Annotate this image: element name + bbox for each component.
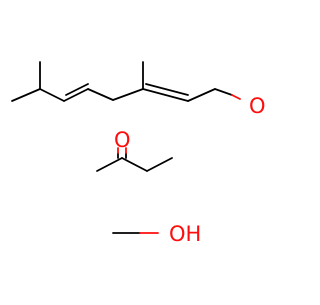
bond <box>214 88 233 96</box>
bond <box>96 157 123 172</box>
atom-label-oxygen: O <box>114 128 131 152</box>
atom-label-hydroxyl: OH <box>169 222 201 246</box>
bond <box>231 94 241 100</box>
bond <box>121 157 148 172</box>
atom-label-oxygen: O <box>249 94 266 118</box>
bond <box>112 88 144 101</box>
bond <box>146 157 173 172</box>
structure-canvas: O O OH <box>11 61 266 246</box>
bond <box>39 88 65 102</box>
molecule-drawing: O O OH <box>11 61 266 246</box>
bond <box>87 88 114 101</box>
bond <box>187 88 216 102</box>
bond <box>63 88 89 102</box>
molecule-butanone: O <box>96 128 173 172</box>
bond <box>11 88 41 102</box>
bond <box>145 83 189 96</box>
bond <box>142 88 189 102</box>
molecule-citral: O <box>11 61 266 118</box>
bond <box>65 83 89 96</box>
molecule-methanol: OH <box>112 222 201 246</box>
